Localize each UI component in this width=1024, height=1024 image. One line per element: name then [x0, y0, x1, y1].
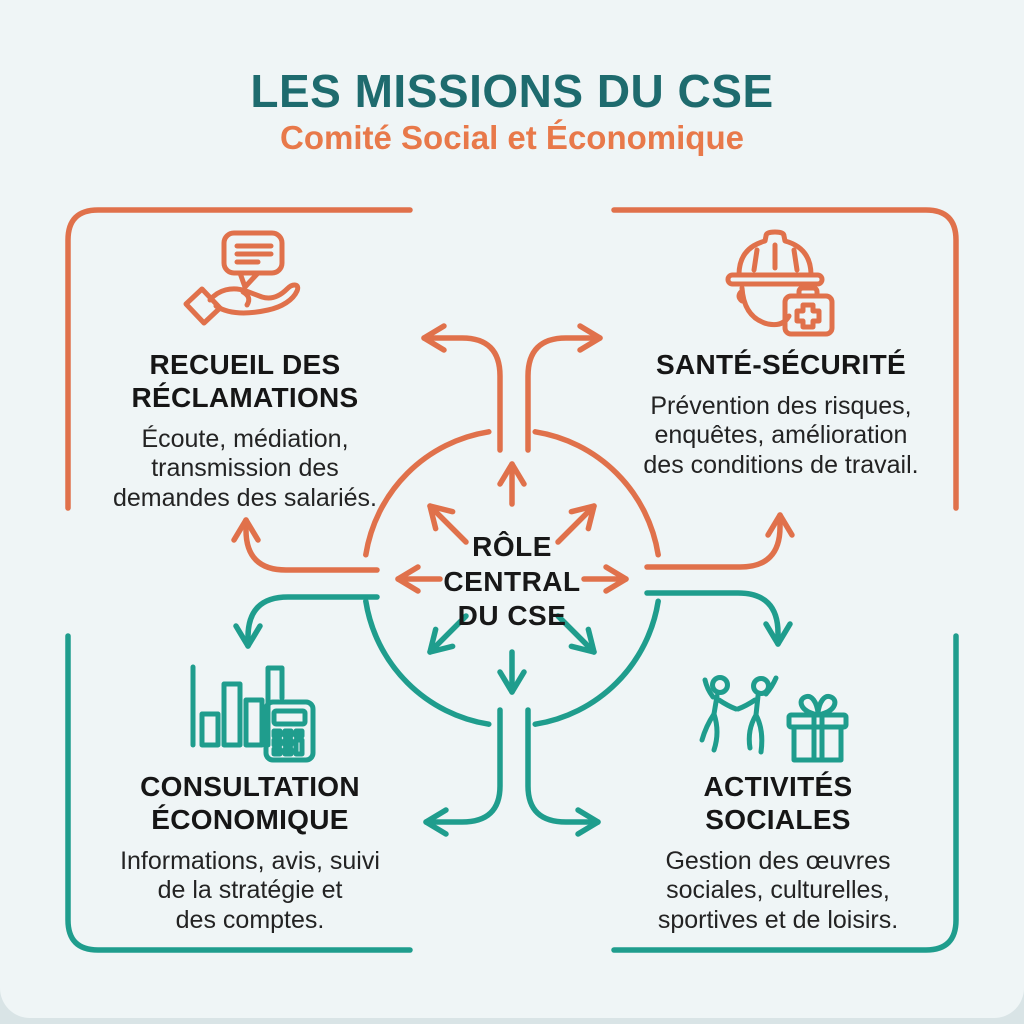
quadrant-title: CONSULTATION ÉCONOMIQUE — [140, 771, 360, 836]
bar-chart-calculator-icon — [190, 664, 316, 763]
page-subtitle: Comité Social et Économique — [280, 119, 744, 156]
quadrant-body: Gestion des œuvres sociales, culturelles… — [657, 847, 899, 934]
quadrant-body: Écoute, médiation, transmission des dema… — [112, 425, 378, 512]
quadrant-recueil-reclamations: RECUEIL DES RÉCLAMATIONS Écoute, médiati… — [58, 348, 432, 513]
bottom-branch-arrows — [423, 707, 601, 837]
page-title: LES MISSIONS DU CSE — [250, 65, 774, 117]
central-role-label: RÔLE CENTRAL DU CSE — [443, 531, 581, 632]
celebrating-people-gift-icon — [699, 675, 849, 763]
central-circle — [363, 429, 661, 727]
quadrant-body: Informations, avis, suivi de la stratégi… — [120, 847, 380, 934]
quadrant-title: ACTIVITÉS SOCIALES — [703, 771, 853, 836]
quadrant-title: RECUEIL DES RÉCLAMATIONS — [131, 349, 359, 414]
border-bottom-left — [65, 633, 413, 953]
border-bottom-right — [611, 633, 959, 953]
side-branch-arrows — [231, 512, 795, 649]
worker-first-aid-icon — [725, 229, 835, 337]
radiating-arrows — [395, 461, 629, 695]
border-top-left — [65, 207, 413, 511]
top-branch-arrows — [421, 323, 603, 453]
quadrant-activites-sociales: ACTIVITÉS SOCIALES Gestion des œuvres so… — [592, 770, 964, 935]
quadrant-sante-securite: SANTÉ-SÉCURITÉ Prévention des risques, e… — [594, 348, 968, 480]
border-top-right — [611, 207, 959, 511]
quadrant-title: SANTÉ-SÉCURITÉ — [656, 349, 906, 380]
quadrant-body: Prévention des risques, enquêtes, amélio… — [643, 392, 919, 479]
hand-speech-bubble-icon — [183, 230, 301, 326]
quadrant-consultation-economique: CONSULTATION ÉCONOMIQUE Informations, av… — [60, 770, 440, 935]
